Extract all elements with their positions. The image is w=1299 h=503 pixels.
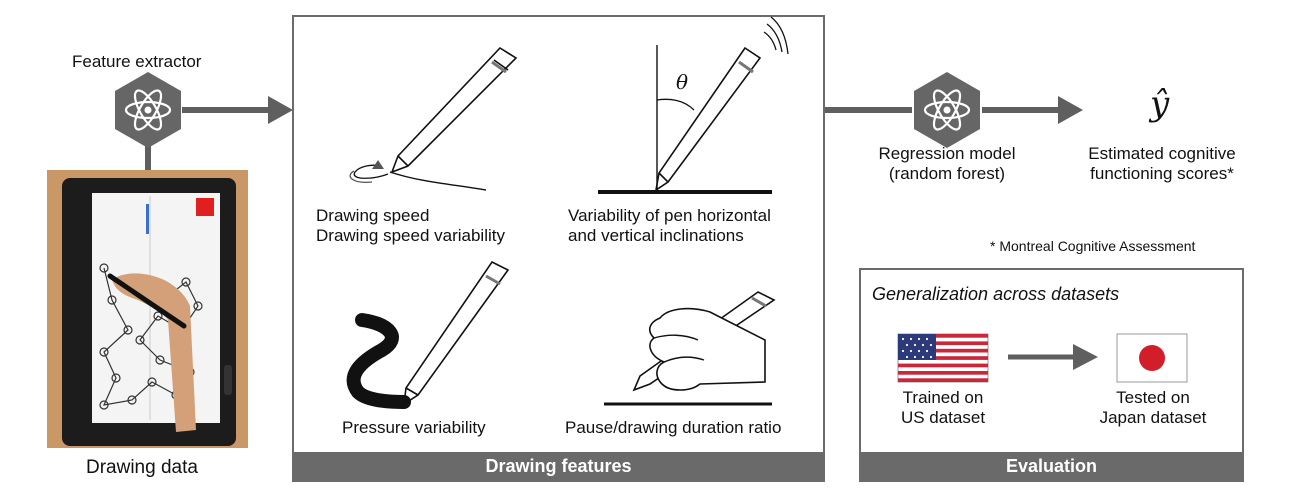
regression-model-label: Regression model (random forest): [878, 144, 1016, 183]
motion-wave-1: [763, 31, 777, 51]
tested-on-label: Tested on Japan dataset: [1099, 388, 1207, 427]
footnote: * Montreal Cognitive Assessment: [990, 238, 1196, 254]
pressure-feature-label: Pressure variability: [342, 418, 486, 437]
hand-outline: [648, 307, 766, 391]
inclination-feature-label: Variability of pen horizontal and vertic…: [568, 206, 771, 245]
estimated-scores-label: Estimated cognitive functioning scores*: [1088, 144, 1236, 183]
generalization-title: Generalization across datasets: [872, 284, 1120, 304]
regression-to-output-arrowhead: [1058, 96, 1083, 124]
pause-feature-label: Pause/drawing duration ratio: [565, 418, 782, 437]
us-flag-icon: [897, 333, 989, 383]
pen-speed-icon: [390, 46, 518, 174]
motion-wave-3: [770, 16, 789, 55]
trained-on-label: Trained on US dataset: [900, 388, 986, 427]
theta-symbol: θ: [676, 70, 689, 94]
stylus: [107, 273, 187, 329]
motion-wave-2: [766, 23, 783, 53]
drawing-features-footer: Drawing features: [294, 452, 823, 480]
drawing-data-label: Drawing data: [86, 457, 198, 478]
pressure-stroke: [346, 313, 411, 409]
japan-flag-icon: [1116, 333, 1188, 383]
speed-feature-label: Drawing speed Drawing speed variability: [316, 206, 505, 245]
yhat-symbol: ŷ: [1150, 84, 1170, 124]
theta-arc: [656, 98, 695, 111]
evaluation-footer: Evaluation: [861, 452, 1242, 480]
feature-extractor-label: Feature extractor: [72, 52, 202, 71]
hand: [112, 273, 196, 432]
extractor-to-features-arrowhead: [268, 96, 293, 124]
speed-curl-arrow: [349, 170, 373, 183]
pen-inclination-icon: [654, 46, 762, 192]
train-to-test-arrowhead: [1073, 344, 1098, 370]
pen-pressure-icon: [402, 260, 510, 406]
